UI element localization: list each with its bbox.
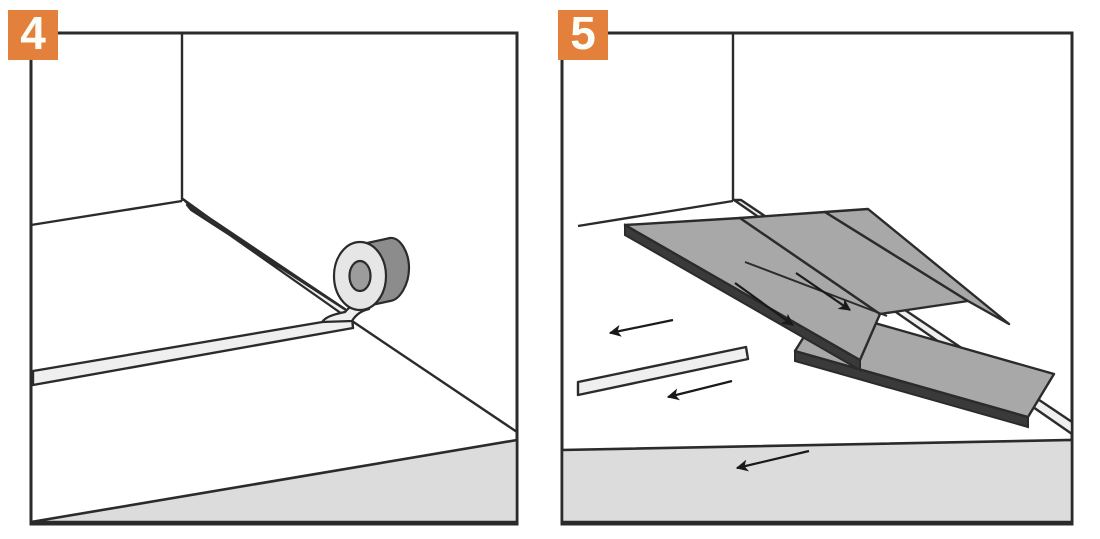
panel-step-4: 4 — [8, 7, 519, 526]
step-badge-number: 5 — [570, 7, 596, 59]
arrow-on-plank-upper — [795, 272, 851, 311]
panel-step-5: 5 — [550, 0, 1100, 539]
arrow-floor-upper — [608, 318, 674, 337]
arrow-on-plank-lower — [734, 282, 794, 326]
foreground-underlay-sheet — [560, 438, 1074, 524]
arrow-floor-middle — [666, 379, 733, 401]
left-wall-base-line — [577, 199, 734, 228]
step-badge-background — [558, 10, 608, 60]
foreground-underlay-sheet — [30, 438, 519, 524]
plank-seam-line — [744, 261, 888, 317]
panel-frame — [29, 31, 519, 526]
left-wall-base-line — [30, 199, 183, 227]
floor-tape-strip — [576, 345, 750, 397]
plank-top-short — [823, 207, 1011, 326]
step-badge-background — [8, 10, 58, 60]
step-badge-number: 4 — [20, 7, 46, 59]
floor-tape-strip — [31, 315, 355, 387]
right-wall-base-line — [351, 320, 518, 433]
tape-roll-hole — [348, 259, 372, 293]
arrow-floor-lower — [735, 449, 810, 472]
